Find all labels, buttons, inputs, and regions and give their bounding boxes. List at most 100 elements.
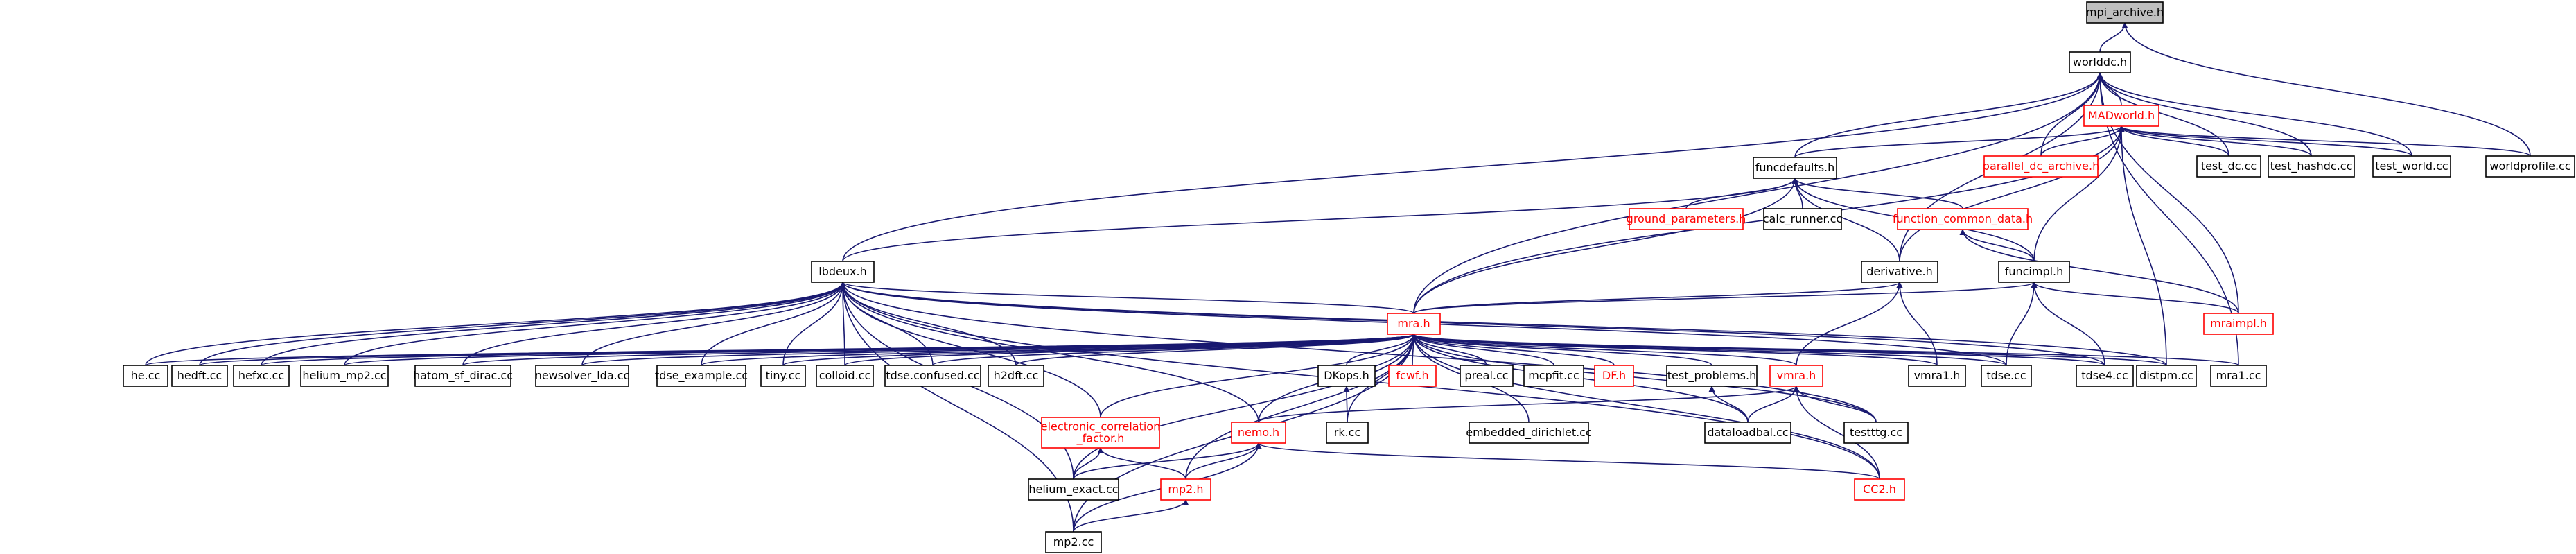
node-test-dc-cc[interactable]: test_dc.cc: [2196, 155, 2261, 178]
node-rk-cc[interactable]: rk.cc: [1326, 422, 1369, 444]
node-label: derivative.h: [1866, 265, 1933, 278]
dependency-edge-test_hashdc_cc-to-worlddc_h: [2096, 72, 2312, 157]
dependency-edge-helium_exact_cc-to-nemo_h: [1073, 442, 1262, 480]
node-box: [988, 365, 1044, 387]
dependency-edge-hedft_cc-to-lbdeux_h: [199, 282, 846, 366]
node-nemo-h[interactable]: nemo.h: [1231, 422, 1286, 444]
node-label: DKops.h: [1324, 369, 1369, 382]
node-tdse4-cc[interactable]: tdse4.cc: [2076, 365, 2134, 387]
dependency-edge-mra_h-to-funcimpl_h: [1413, 282, 2038, 314]
node-box: [2485, 155, 2575, 178]
node-label: test_world.cc: [2375, 159, 2448, 173]
node-box: [1769, 365, 1823, 387]
node-mp2-h[interactable]: mp2.h: [1160, 478, 1211, 501]
node-worldprofile-cc[interactable]: worldprofile.cc: [2485, 155, 2575, 178]
node-worlddc-h[interactable]: worlddc.h: [2069, 51, 2131, 73]
node-label: mra1.cc: [2216, 369, 2261, 382]
node-mraimpl-h[interactable]: mraimpl.h: [2203, 313, 2274, 335]
node-he-cc[interactable]: he.cc: [123, 365, 168, 387]
node-vmra-h[interactable]: vmra.h: [1769, 365, 1823, 387]
node-label: calc_runner.cc: [1763, 212, 1842, 226]
dependency-edge-parallel_dc_archive_h-to-madworld_h: [2040, 125, 2125, 157]
dependency-edge-mra_h-to-lbdeux_h: [839, 282, 1414, 314]
dependency-edge-funcimpl_h-to-madworld_h: [2033, 125, 2125, 262]
node-newsolver-lda-cc[interactable]: newsolver_lda.cc: [535, 365, 630, 387]
node-fcwf-h[interactable]: fcwf.h: [1388, 365, 1437, 387]
node-label: parallel_dc_archive.h: [1983, 159, 2099, 173]
node-tiny-cc[interactable]: tiny.cc: [760, 365, 806, 387]
node-test-problems-h[interactable]: test_problems.h: [1666, 365, 1758, 387]
node-label: CC2.h: [1863, 483, 1896, 496]
node-box: [535, 365, 629, 387]
dependency-edge-mra_h-to-funcdefaults_h: [1413, 178, 1798, 314]
node-label: lbdeux.h: [818, 265, 866, 278]
node-label: mpi_archive.h: [2086, 6, 2164, 19]
node-test-hashdc-cc[interactable]: test_hashdc.cc: [2268, 155, 2355, 178]
node-label: function_common_data.h: [1893, 212, 2033, 226]
node-distpm-cc[interactable]: distpm.cc: [2136, 365, 2197, 387]
node-box: [1460, 365, 1514, 387]
dependency-edge-helium_mp2_cc-to-mra_h: [344, 334, 1417, 366]
node-helium-exact-cc[interactable]: helium_exact.cc: [1028, 478, 1119, 501]
dependency-edge-derivative_h-to-madworld_h: [1899, 125, 2125, 262]
node-label: mra.h: [1397, 317, 1430, 330]
node-ground-parameters-h[interactable]: ground_parameters.h: [1627, 208, 1746, 230]
dependency-edge-testttg_cc-to-lbdeux_h: [839, 282, 1877, 423]
node-parallel-dc-archive-h[interactable]: parallel_dc_archive.h: [1983, 155, 2099, 178]
node-box: [1753, 157, 1837, 179]
node-label: test_hashdc.cc: [2270, 159, 2353, 173]
node-madworld-h[interactable]: MADworld.h: [2083, 105, 2159, 127]
node-vmra1-h[interactable]: vmra1.h: [1908, 365, 1966, 387]
node-colloid-cc[interactable]: colloid.cc: [816, 365, 874, 387]
node-label: helium_mp2.cc: [302, 369, 386, 383]
dependency-edge-mra_h-to-derivative_h: [1413, 282, 1903, 314]
node-mp2-cc[interactable]: mp2.cc: [1045, 531, 1102, 553]
node-tdse-confused-cc[interactable]: tdse.confused.cc: [884, 365, 981, 387]
node-embedded-dirichlet-cc[interactable]: embedded_dirichlet.cc: [1466, 422, 1592, 444]
node-lbdeux-h[interactable]: lbdeux.h: [811, 261, 875, 283]
node-box: [2083, 105, 2159, 127]
dependency-edge-tdse4_cc-to-funcimpl_h: [2031, 282, 2105, 366]
node-mcpfit-cc[interactable]: mcpfit.cc: [1523, 365, 1584, 387]
dependency-edge-test_dc_cc-to-madworld_h: [2118, 125, 2229, 157]
node-mpi-archive-h[interactable]: mpi_archive.h: [2086, 1, 2164, 24]
node-derivative-h[interactable]: derivative.h: [1861, 261, 1938, 283]
node-hedft-cc[interactable]: hedft.cc: [171, 365, 228, 387]
node-box: [1594, 365, 1634, 387]
node-preal-cc[interactable]: preal.cc: [1460, 365, 1514, 387]
node-calc-runner-cc[interactable]: calc_runner.cc: [1763, 208, 1842, 230]
node-box: [1160, 478, 1211, 501]
node-test-world-cc[interactable]: test_world.cc: [2372, 155, 2451, 178]
dependency-edge-helium_exact_cc-to-mra_h: [1073, 334, 1417, 480]
node-funcimpl-h[interactable]: funcimpl.h: [1998, 261, 2070, 283]
node-tdse-example-cc[interactable]: tdse_example.cc: [655, 365, 748, 387]
node-electronic-correlation-factor-h[interactable]: electronic_correlation_factor.h: [1041, 417, 1160, 449]
dependency-edge-derivative_h-to-funcdefaults_h: [1791, 178, 1900, 262]
node-label: nemo.h: [1238, 426, 1279, 439]
node-mra-h[interactable]: mra.h: [1387, 313, 1441, 335]
node-box: [2076, 365, 2134, 387]
node-hefxc-cc[interactable]: hefxc.cc: [233, 365, 290, 387]
node-box: [1523, 365, 1584, 387]
node-label: distpm.cc: [2139, 369, 2193, 382]
node-dkops-h[interactable]: DKops.h: [1317, 365, 1376, 387]
node-df-h[interactable]: DF.h: [1594, 365, 1634, 387]
node-label: tiny.cc: [766, 369, 801, 382]
dependency-edge-newsolver_lda_cc-to-mra_h: [581, 334, 1417, 366]
node-funcdefaults-h[interactable]: funcdefaults.h: [1753, 157, 1837, 179]
node-testttg-cc[interactable]: testttg.cc: [1843, 422, 1909, 444]
node-mra1-cc[interactable]: mra1.cc: [2210, 365, 2267, 387]
dependency-edge-hefxc_cc-to-lbdeux_h: [261, 282, 846, 366]
edges-layer: [145, 22, 2531, 533]
dependency-edge-tdse_cc-to-funcimpl_h: [2006, 282, 2038, 366]
node-tdse-cc[interactable]: tdse.cc: [1981, 365, 2032, 387]
node-label: fcwf.h: [1396, 369, 1428, 382]
node-helium-mp2-cc[interactable]: helium_mp2.cc: [300, 365, 389, 387]
node-dataloadbal-cc[interactable]: dataloadbal.cc: [1704, 422, 1791, 444]
node-label: _factor.h: [1076, 432, 1125, 446]
node-cc2-h[interactable]: CC2.h: [1854, 478, 1905, 501]
node-h2dft-cc[interactable]: h2dft.cc: [988, 365, 1044, 387]
node-box: [1983, 155, 2099, 178]
node-hatom-sf-dirac-cc[interactable]: hatom_sf_dirac.cc: [413, 365, 513, 387]
node-function-common-data-h[interactable]: function_common_data.h: [1893, 208, 2033, 230]
